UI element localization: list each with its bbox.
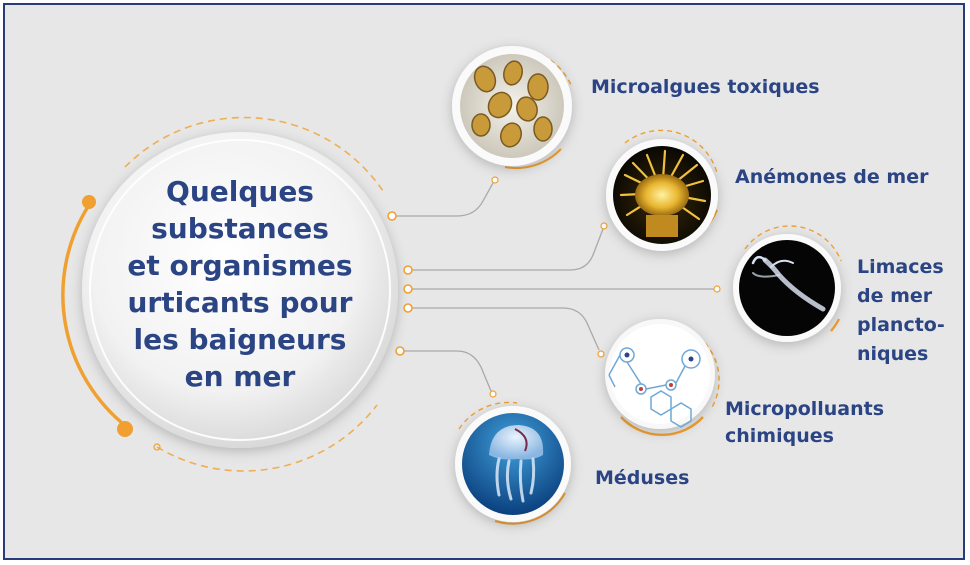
- central-title-line: substances: [151, 212, 329, 245]
- label-line: niques: [857, 343, 929, 365]
- label-line: plancto-: [857, 314, 945, 336]
- central-disc: [82, 132, 398, 448]
- label-micropolluants: Micropolluants chimiques: [725, 396, 884, 450]
- central-title-line: en mer: [184, 360, 296, 393]
- label-line: chimiques: [725, 425, 834, 447]
- label-limaces: Limaces de mer plancto- niques: [857, 253, 945, 369]
- label-line: Micropolluants: [725, 398, 885, 420]
- jellyfish-photo: [455, 401, 571, 525]
- connector-nodes: [387, 176, 721, 398]
- label-microalgues: Microalgues toxiques: [591, 75, 820, 99]
- label-line: Méduses: [595, 467, 690, 489]
- infographic-graphics: [61, 46, 842, 525]
- arc-dot: [117, 421, 133, 437]
- sea-slug-photo: [733, 225, 842, 342]
- central-arc-decoration: [61, 116, 384, 472]
- label-line: Anémones de mer: [735, 166, 929, 188]
- infographic-frame: Quelques substances et organismes urtica…: [3, 3, 965, 560]
- central-title: Quelques substances et organismes urtica…: [100, 173, 380, 395]
- label-line: Limaces: [857, 256, 944, 278]
- arc-dot: [153, 443, 161, 451]
- microalgae-photo: [452, 46, 572, 170]
- central-title-line: Quelques: [166, 175, 314, 208]
- label-line: Microalgues toxiques: [591, 76, 820, 98]
- connector-lines: [395, 182, 717, 392]
- arc-dot: [82, 195, 96, 209]
- central-title-line: et organismes: [127, 249, 353, 282]
- sea-anemone-photo: [606, 129, 718, 251]
- label-meduses: Méduses: [595, 466, 689, 490]
- central-title-line: urticants pour: [127, 286, 353, 319]
- label-anemones: Anémones de mer: [735, 165, 928, 189]
- central-title-line: les baigneurs: [133, 323, 347, 356]
- label-line: de mer: [857, 285, 933, 307]
- chemical-molecule-illustration: [605, 319, 720, 436]
